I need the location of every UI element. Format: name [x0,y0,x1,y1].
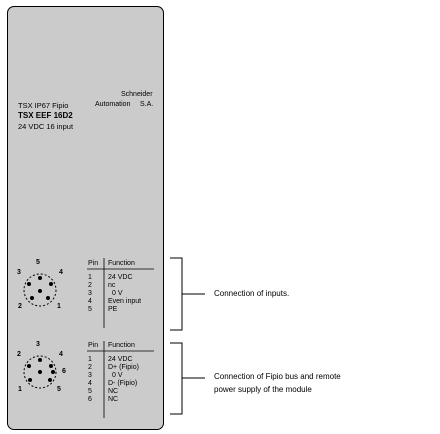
input-bracket [170,257,183,331]
bus-pin-2-dot [27,364,31,368]
bus-row-function: 24 VDC [108,356,133,363]
bus-annotation-line2: power supply of the module [214,385,312,394]
module-family: TSX IP67 Fipio [18,101,69,110]
bus-pin-number: 6 [62,368,66,375]
input-row-pin: 2 [88,282,92,289]
bus-pin-3-dot [38,358,42,362]
bus-row-pin: 6 [88,396,92,403]
input-pin-3-dot [27,282,31,286]
input-row-function: nc [108,282,116,289]
brand-name: Schneider [121,91,153,98]
bus-pin-number: 3 [36,341,40,348]
bus-pin-number: 5 [57,386,61,393]
bus-row-function: D+ (Fipio) [108,364,139,371]
bus-annotation-line1: Connection of Fipio bus and remote [214,372,341,381]
input-pin-number: 4 [59,269,63,276]
input-row-pin: 1 [88,274,92,281]
input-row-function: Even input [108,298,142,305]
bus-table-header-function: Function [108,342,135,349]
input-pin-number: 2 [18,303,22,310]
bus-connector-outline [23,355,57,389]
bus-pin-center-dot [38,370,42,374]
input-pin-number: 5 [36,259,40,266]
bus-row-pin: 1 [88,356,92,363]
module-faceplate [7,6,164,430]
input-pin-5-dot [38,276,42,280]
input-pin-number: 3 [17,269,21,276]
bus-row-pin: 4 [88,380,92,387]
bus-bracket [170,342,183,415]
input-row-function: 0 V [112,290,123,297]
bus-row-pin: 5 [88,388,92,395]
bus-row-pin: 3 [88,372,92,379]
input-annotation: Connection of inputs. [214,289,290,298]
bus-pin-number: 2 [17,351,21,358]
bus-table-header-pin: Pin [88,342,99,349]
input-table-header-function: Function [108,260,135,267]
bus-row-function: D- (Fipio) [108,380,138,387]
bus-row-function: NC [108,388,119,395]
module-reference: TSX EEF 16D2 [18,111,73,120]
input-row-function: 24 VDC [108,274,133,281]
input-pin-center-dot [38,289,42,293]
input-pin-number: 1 [57,303,61,310]
bus-pin-number: 4 [59,351,63,358]
bus-pin-number: 1 [18,386,22,393]
input-row-pin: 4 [88,298,92,305]
bus-pin-4-dot [49,364,53,368]
module-description: 24 VDC 16 input [18,122,74,131]
bus-row-function: 0 V [112,372,123,379]
bus-row-pin: 2 [88,364,92,371]
bus-row-function: NC [108,396,119,403]
bus-connector-graphic [23,355,57,389]
input-pin-4-dot [49,282,53,286]
input-connector-outline [23,273,57,307]
input-row-function: PE [108,306,118,313]
input-pin-1-dot [46,296,50,300]
input-connector-graphic [23,273,57,307]
brand-suffix: S.A. [140,101,154,108]
input-row-pin: 5 [88,306,92,313]
bus-pin-5-dot [48,378,52,382]
bus-pin-6-dot [51,370,55,374]
input-table-header-pin: Pin [88,260,99,267]
input-pin-2-dot [30,296,34,300]
brand-company: Automation [95,101,131,108]
input-row-pin: 3 [88,290,92,297]
bus-pin-1-dot [28,378,32,382]
